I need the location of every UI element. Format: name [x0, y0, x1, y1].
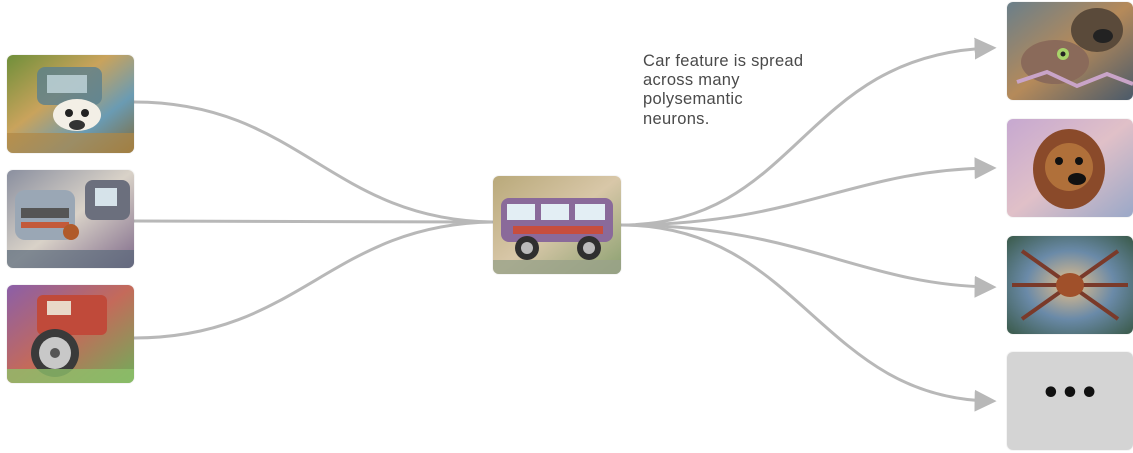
- caption-line-2: across many: [643, 71, 863, 90]
- caption-line-3: polysemantic: [643, 90, 863, 109]
- edge-input-2: [134, 221, 493, 222]
- caption-line-4: neurons.: [643, 110, 863, 129]
- caption-line-1: Car feature is spread: [643, 52, 863, 71]
- edge-output-3: [621, 225, 990, 287]
- car-neuron-visualization-2: [7, 170, 134, 268]
- car-feature-visualization: [493, 176, 621, 274]
- ellipsis-icon: •••: [1041, 376, 1099, 411]
- poodle-neuron-visualization: [1007, 119, 1133, 217]
- edge-input-3: [134, 222, 493, 338]
- spider-neuron-visualization: [1007, 236, 1133, 334]
- caption: Car feature is spread across many polyse…: [643, 52, 863, 129]
- edge-output-2: [621, 168, 990, 225]
- car-neuron-visualization-1: [7, 55, 134, 153]
- dog-neuron-visualization: [1007, 2, 1133, 100]
- car-neuron-visualization-3: [7, 285, 134, 383]
- edge-input-1: [134, 102, 493, 222]
- more-neurons-tile: •••: [1007, 352, 1133, 450]
